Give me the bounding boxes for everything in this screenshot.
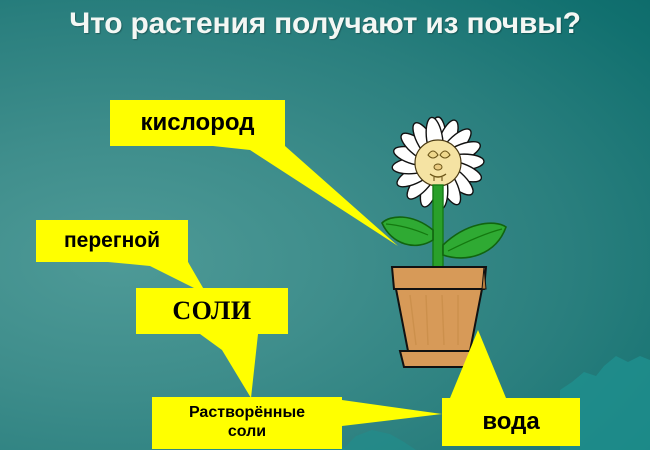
callout-oxygen-label: кислород bbox=[140, 109, 255, 136]
callout-humus-label: перегной bbox=[63, 229, 161, 252]
leaf-right bbox=[442, 222, 507, 259]
oxygen-tail bbox=[213, 146, 398, 246]
flower-pot bbox=[390, 266, 488, 368]
callout-salts[interactable]: СОЛИ bbox=[136, 288, 288, 334]
leaf-left bbox=[381, 216, 434, 247]
callout-salts-label: СОЛИ bbox=[172, 296, 252, 325]
callout-dissolved-salts[interactable]: Растворённые соли bbox=[152, 397, 342, 449]
callout-humus[interactable]: перегной bbox=[36, 220, 188, 262]
flower-face-icon bbox=[414, 139, 462, 187]
callout-oxygen[interactable]: кислород bbox=[110, 100, 285, 146]
callout-water-label: вода bbox=[482, 408, 540, 435]
daisy-plant-illustration bbox=[381, 116, 507, 368]
water-tail bbox=[450, 330, 506, 398]
callout-water[interactable]: вода bbox=[442, 398, 580, 446]
callout-dissolved-salts-line1: Растворённые bbox=[188, 404, 306, 422]
salts-tail bbox=[200, 334, 258, 398]
callout-dissolved-salts-line2: соли bbox=[227, 423, 267, 440]
dissolved-salts-tail bbox=[342, 400, 442, 426]
page-title: Что растения получают из почвы? bbox=[69, 7, 581, 40]
